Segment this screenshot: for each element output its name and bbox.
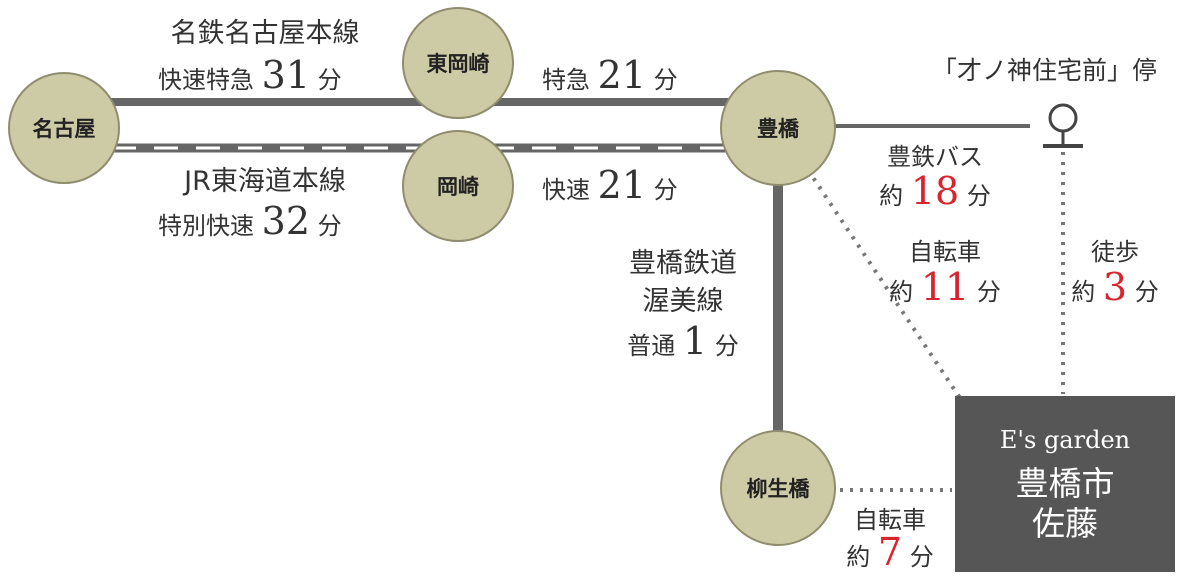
- bike-yagyubashi-prefix: 約: [846, 543, 871, 571]
- bike-yagyubashi-time: 7: [877, 530, 903, 574]
- jr-unit: 分: [317, 212, 342, 240]
- bike-toyohashi-label: 自転車: [909, 238, 981, 266]
- meitetsu-service: 快速特急: [158, 66, 254, 94]
- jr-line-label: JR東海道本線: [184, 166, 346, 197]
- walk-time-label: 約 3 分: [1060, 268, 1170, 306]
- destination-brand: E's garden: [999, 426, 1131, 454]
- station-okazaki: 岡崎: [402, 130, 514, 242]
- jr-service: 特別快速: [158, 212, 254, 240]
- bike-yagyubashi-unit: 分: [909, 543, 934, 571]
- bike-toyohashi-time-label: 約 11 分: [870, 268, 1020, 306]
- atsumi-unit: 分: [714, 332, 739, 360]
- jr-kaisoku-label: 快速 21 分: [542, 166, 678, 204]
- walk-unit: 分: [1134, 278, 1159, 306]
- walk-prefix: 約: [1071, 278, 1096, 306]
- meitetsu-time-label: 快速特急 31 分: [158, 56, 342, 94]
- jr-time: 32: [261, 199, 310, 243]
- station-toyohashi: 豊橋: [720, 70, 836, 186]
- jr-kaisoku-unit: 分: [653, 176, 678, 204]
- station-yagyubashi: 柳生橋: [720, 430, 836, 546]
- meitetsu-tokkyu-label: 特急 21 分: [542, 56, 678, 94]
- bike-toyohashi-unit: 分: [976, 278, 1001, 306]
- walk-label: 徒歩: [1091, 238, 1139, 266]
- bus-stop-name: 「才ノ神住宅前」停: [932, 56, 1158, 85]
- bus-prefix: 約: [879, 182, 904, 210]
- bike-yagyubashi-time-label: 約 7 分: [820, 533, 960, 571]
- atsumi-line-name-1: 豊橋鉄道: [629, 248, 737, 279]
- jr-kaisoku-time: 21: [597, 163, 646, 207]
- station-higashi-okazaki: 東岡崎: [402, 7, 514, 119]
- bike-toyohashi-prefix: 約: [889, 278, 914, 306]
- atsumi-service: 普通: [627, 332, 676, 360]
- meitetsu-line-label: 名鉄名古屋本線: [170, 18, 360, 49]
- meitetsu-tokkyu-service: 特急: [542, 66, 590, 94]
- bike-yagyubashi-label: 自転車: [854, 506, 926, 534]
- meitetsu-tokkyu-unit: 分: [653, 66, 678, 94]
- meitetsu-time: 31: [261, 53, 310, 97]
- meitetsu-unit: 分: [317, 66, 342, 94]
- bus-time: 18: [910, 169, 960, 213]
- bus-label: 豊鉄バス: [887, 143, 983, 171]
- bus-unit: 分: [966, 182, 991, 210]
- bus-time-label: 約 18 分: [860, 172, 1010, 210]
- bus-stop-icon: [1043, 103, 1083, 148]
- destination-line2: 佐藤: [1032, 503, 1098, 543]
- atsumi-line-name-2: 渥美線: [642, 286, 724, 317]
- destination-line1: 豊橋市: [1015, 464, 1115, 503]
- bike-toyohashi-time: 11: [920, 265, 970, 309]
- jr-kaisoku-service: 快速: [542, 176, 590, 204]
- atsumi-time: 1: [682, 319, 708, 363]
- walk-time: 3: [1102, 265, 1128, 309]
- atsumi-time-label: 普通 1 分: [608, 322, 758, 360]
- station-nagoya: 名古屋: [8, 72, 120, 184]
- destination-box: E's garden 豊橋市 佐藤: [955, 396, 1175, 572]
- jr-time-label: 特別快速 32 分: [158, 202, 342, 240]
- meitetsu-tokkyu-time: 21: [597, 53, 646, 97]
